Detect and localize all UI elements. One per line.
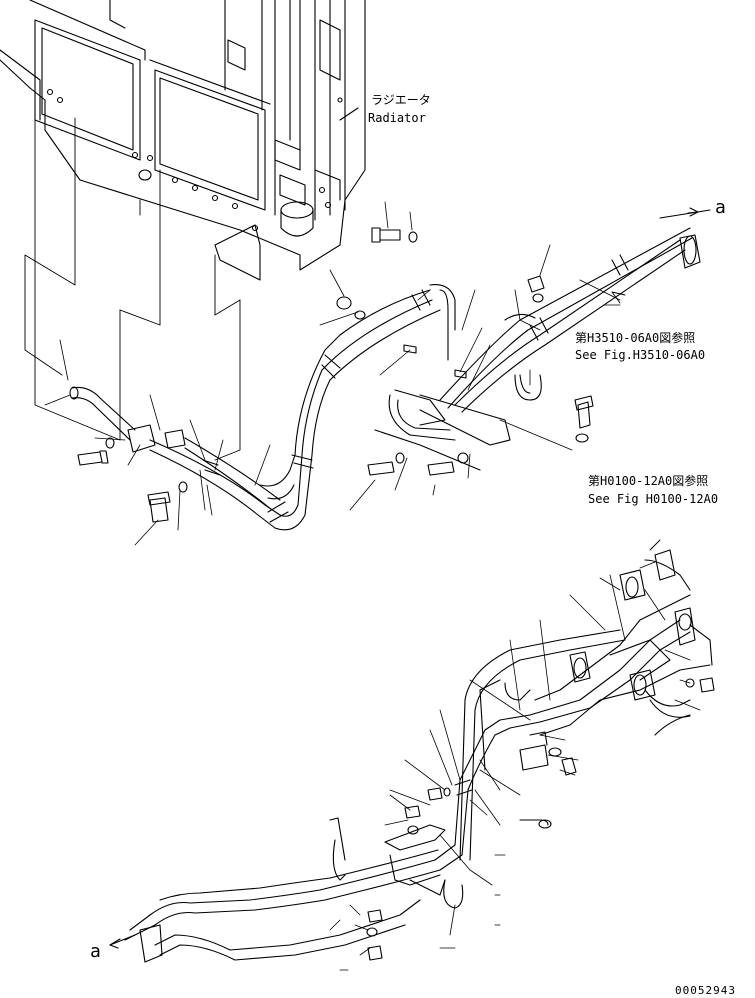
arrow-label-bottom: a — [90, 941, 101, 962]
fig-ref-1-en: See Fig.H3510-06A0 — [575, 348, 706, 362]
radiator-label-jp: ラジエータ — [371, 93, 431, 107]
fig-ref-1-jp: 第H3510-06A0図参照 — [575, 331, 696, 345]
radiator-assembly — [0, 0, 366, 281]
upper-piping — [44, 201, 711, 546]
fig-ref-2-jp: 第H0100-12A0図参照 — [588, 474, 709, 488]
fig-reference-leaders — [579, 279, 661, 551]
arrow-label-top: a — [715, 197, 726, 218]
reference-lines — [24, 99, 241, 461]
document-number: 00052943 — [675, 984, 736, 997]
radiator-label-en: Radiator — [368, 111, 426, 125]
lower-piping — [109, 549, 715, 971]
fig-ref-2-en: See Fig H0100-12A0 — [588, 492, 719, 506]
